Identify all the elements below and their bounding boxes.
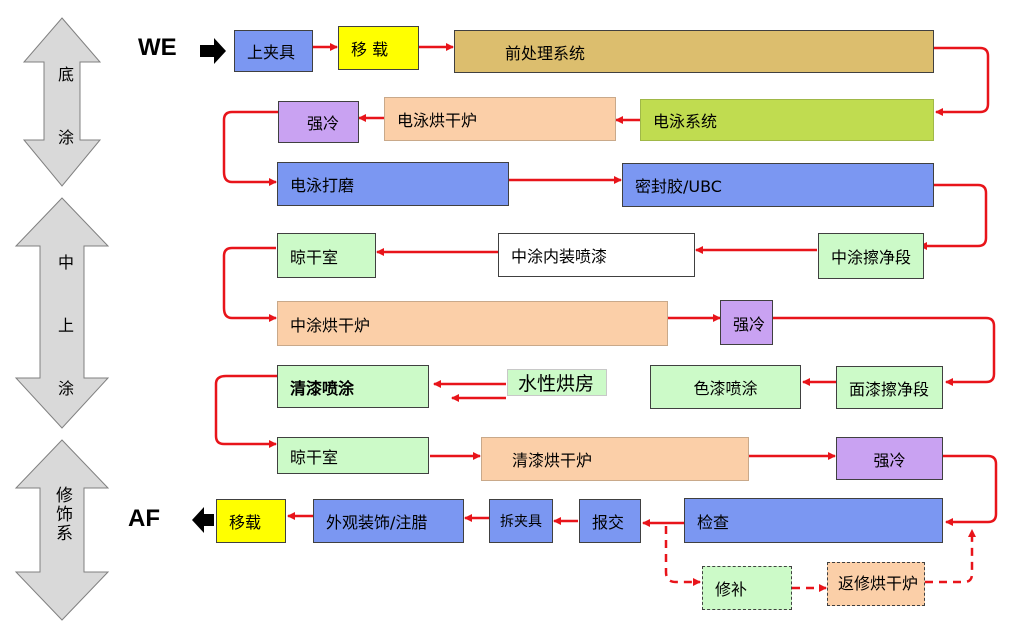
box-ed-oven: 电泳烘干炉 — [384, 97, 616, 141]
box-repair-oven: 返修烘干炉 — [827, 562, 925, 606]
box-force-cool-2: 强冷 — [720, 300, 773, 345]
box-flash-off-1: 晾干室 — [277, 233, 376, 278]
box-clearcoat-oven: 清漆烘干炉 — [481, 437, 749, 481]
stage-label-bottom-coat: 底 涂 — [55, 66, 74, 159]
stage-label-mid-top-coat: 中 上 涂 — [55, 254, 74, 410]
box-force-cool-3: 强冷 — [836, 437, 943, 480]
box-handover: 报交 — [579, 499, 641, 543]
box-flash-off-2: 晾干室 — [277, 437, 429, 474]
box-load-fixture: 上夹具 — [234, 30, 313, 72]
box-ed-system: 电泳系统 — [640, 99, 934, 141]
box-force-cool-1: 强冷 — [278, 101, 359, 143]
stage-arrow-bottom-coat — [22, 17, 102, 187]
box-appearance-wax: 外观装饰/注腊 — [313, 499, 464, 543]
af-arrow — [192, 507, 214, 533]
box-primer-interior-spray: 中涂内装喷漆 — [498, 233, 695, 277]
box-transfer-start: 移 载 — [338, 26, 419, 70]
box-waterborne-oven: 水性烘房 — [507, 369, 607, 396]
stage-arrow-trim — [14, 439, 110, 621]
box-primer-wipe: 中涂擦净段 — [818, 233, 924, 279]
box-pretreatment: 前处理系统 — [454, 30, 934, 73]
box-transfer-end: 移载 — [216, 499, 286, 543]
stage-label-trim: 修饰系 — [52, 486, 72, 543]
box-topcoat-wipe: 面漆擦净段 — [836, 366, 943, 409]
box-basecoat-spray: 色漆喷涂 — [650, 365, 801, 409]
we-arrow — [200, 38, 226, 64]
box-sealer-ubc: 密封胶/UBC — [622, 163, 934, 207]
stage-arrow-mid-top-coat — [14, 197, 110, 429]
box-unload-fixture: 拆夹具 — [489, 499, 553, 543]
box-repair: 修补 — [702, 566, 792, 610]
box-primer-oven: 中涂烘干炉 — [277, 301, 668, 346]
box-inspection: 检查 — [684, 498, 943, 543]
box-clearcoat-spray: 清漆喷涂 — [277, 365, 429, 408]
box-ed-sanding: 电泳打磨 — [277, 162, 509, 206]
end-label: AF — [128, 505, 160, 532]
start-label: WE — [138, 34, 177, 61]
